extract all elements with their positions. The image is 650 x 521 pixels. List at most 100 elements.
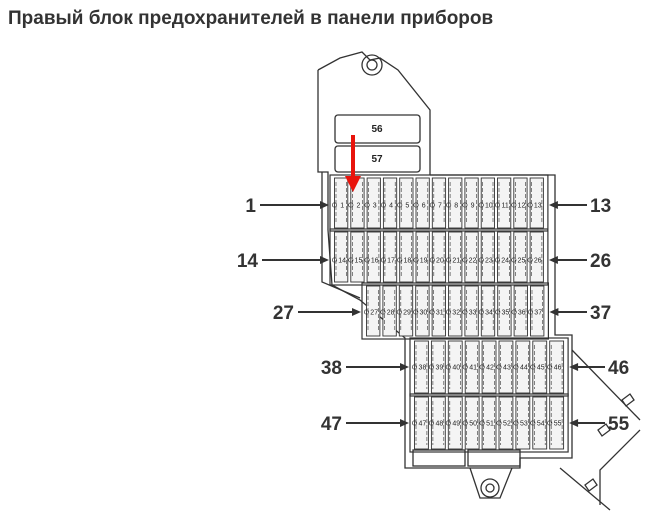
fuse-body: [481, 396, 497, 450]
fuse-slot-55: 55: [547, 396, 565, 450]
fuse-slot-23: 23: [478, 231, 495, 283]
fuse-slot-30: 30: [413, 285, 430, 337]
fuse-body: [532, 340, 548, 394]
fuse-slot-21: 21: [446, 231, 463, 283]
fuse-slot-51: 51: [479, 396, 497, 450]
fuse-body: [513, 231, 528, 283]
fuse-box-housing: [317, 51, 641, 511]
fuse-slot-47: 47: [411, 396, 429, 450]
fuse-slot-46: 46: [547, 340, 565, 394]
fuse-row-frame: [329, 174, 549, 232]
fuse-body: [464, 285, 479, 337]
fuse-body: [414, 340, 429, 394]
callout-label-left: 47: [321, 414, 342, 435]
fuse-number: 54: [537, 421, 545, 428]
fuse-number: 45: [537, 365, 545, 372]
fuse-body: [530, 285, 545, 337]
fuse-body: [515, 340, 531, 394]
fuse-slot-4: 4: [380, 177, 398, 229]
fuse-number: 49: [452, 421, 460, 428]
fuse-slot-32: 32: [445, 285, 463, 337]
fuse-slot-36: 36: [511, 285, 528, 337]
fuse-slot-50: 50: [462, 396, 480, 450]
fuse-slot-33: 33: [462, 285, 479, 337]
diagram-title: Правый блок предохранителей в панели при…: [8, 8, 494, 29]
fuse-body: [481, 340, 497, 394]
fuse-slot-39: 39: [428, 340, 446, 394]
fuse-slot-49: 49: [445, 396, 463, 450]
fuse-slot-41: 41: [462, 340, 480, 394]
fuse-row-frame: [361, 282, 549, 340]
fuse-slot-31: 31: [429, 285, 446, 337]
fuse-number: 16: [371, 258, 379, 265]
fuse-number: 53: [520, 421, 528, 428]
fuse-body: [498, 340, 514, 394]
fuse-body: [464, 340, 480, 394]
fuse-slot-29: 29: [396, 285, 414, 337]
fuse-slot-5: 5: [397, 177, 414, 229]
fuse-slot-26: 26: [527, 231, 544, 283]
fuse-number: 39: [435, 365, 443, 372]
fuse-body: [431, 231, 447, 283]
fuse-body: [448, 285, 463, 337]
fuse-number: 27: [370, 310, 378, 317]
fuse-number: 1: [340, 203, 344, 210]
fuse-body: [382, 285, 397, 337]
fuse-slot-16: 16: [364, 231, 381, 283]
fuse-number: 30: [420, 310, 428, 317]
callout-label-right: 55: [608, 414, 630, 435]
fuse-slot-9: 9: [462, 177, 479, 229]
fuse-number: 24: [501, 258, 509, 265]
callout-label-right: 46: [608, 358, 629, 379]
fuse-slot-3: 3: [364, 177, 381, 229]
fuse-slot-42: 42: [479, 340, 497, 394]
fuse-slot-34: 34: [478, 285, 496, 337]
fuse-number: 9: [471, 203, 475, 210]
fuse-slot-22: 22: [462, 231, 479, 283]
fuse-body: [464, 396, 480, 450]
fuse-body: [414, 396, 429, 450]
fuse-number: 52: [503, 421, 511, 428]
fuse-number: 12: [518, 203, 526, 210]
fuse-number: 7: [438, 203, 442, 210]
fuse-row-frame: [409, 393, 569, 453]
callout-label-left: 38: [321, 358, 342, 379]
fuse-number: 50: [469, 421, 477, 428]
fuse-body: [366, 231, 381, 283]
fuse-body: [430, 340, 446, 394]
fuse-number: 51: [486, 421, 494, 428]
callout-label-right: 13: [590, 196, 611, 217]
fuse-body: [415, 285, 430, 337]
fuse-slot-52: 52: [496, 396, 514, 450]
fuse-body: [430, 396, 446, 450]
fuse-body: [334, 231, 349, 283]
callout-label-left: 14: [237, 251, 259, 272]
fuse-slot-28: 28: [380, 285, 397, 337]
fuse-number: 20: [436, 258, 444, 265]
fuse-number: 48: [435, 421, 443, 428]
fuse-number: 13: [534, 203, 542, 210]
fuse-number: 47: [419, 421, 427, 428]
fuse-slot-17: 17: [380, 231, 398, 283]
fuse-body: [447, 396, 463, 450]
fuse-number: 44: [520, 365, 528, 372]
fuse-number: 22: [469, 258, 477, 265]
fuse-body: [549, 340, 565, 394]
fuse-row-frame: [329, 228, 549, 286]
fuse-body: [549, 396, 565, 450]
fuse-number: 26: [534, 258, 542, 265]
fuse-slot-11: 11: [494, 177, 512, 229]
fuse-number: 14: [338, 258, 346, 265]
fuse-slot-35: 35: [495, 285, 512, 337]
fuse-number: 8: [454, 203, 458, 210]
fuse-body: [399, 231, 414, 283]
fuse-number: 32: [452, 310, 460, 317]
fuse-slot-27: 27: [363, 285, 381, 337]
fuse-number: 11: [502, 203, 509, 210]
callout-label-left: 27: [273, 303, 294, 324]
fuse-body: [480, 231, 495, 283]
fuse-number: 40: [452, 365, 460, 372]
fuse-number: 38: [419, 365, 427, 372]
fuse-slot-8: 8: [446, 177, 463, 229]
fuse-slot-6: 6: [413, 177, 430, 229]
